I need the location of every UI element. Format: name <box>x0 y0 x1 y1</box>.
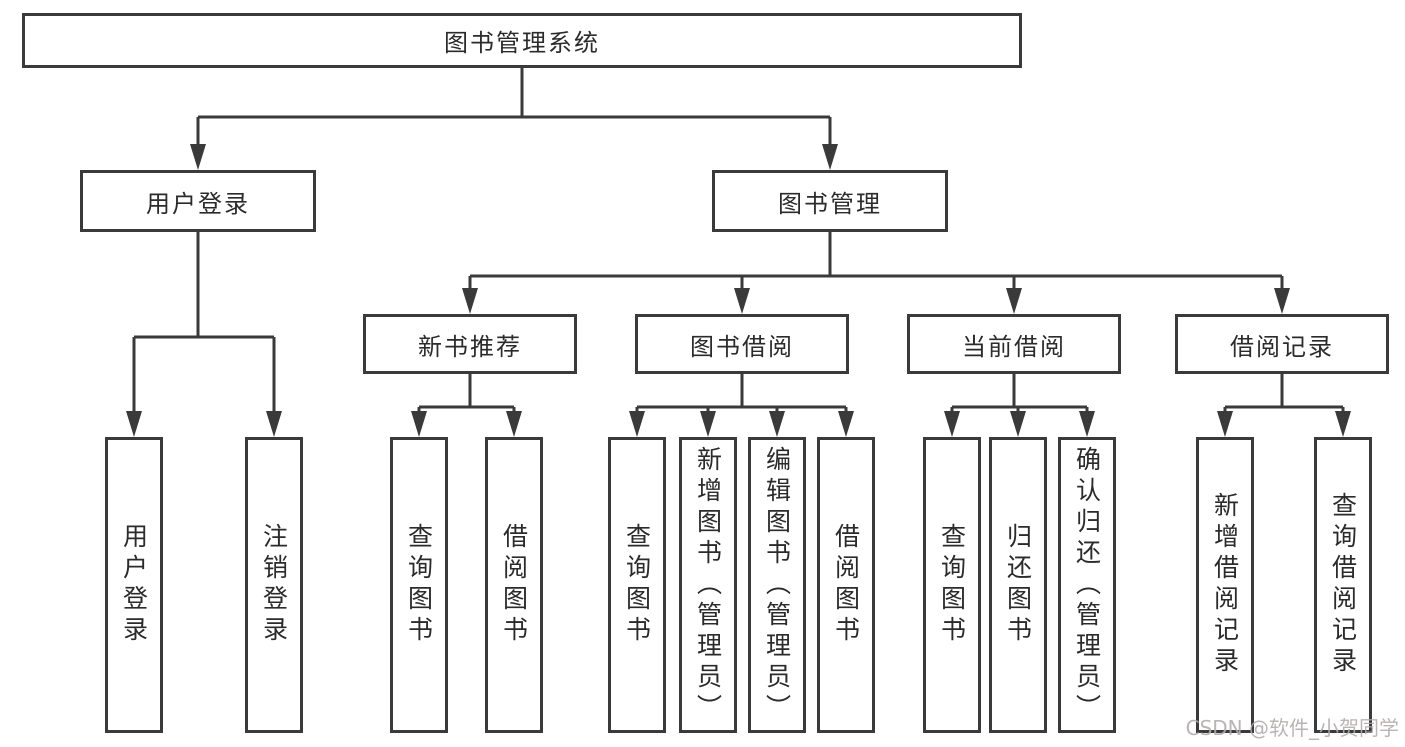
leaf-nb-query-books: 查询图书 <box>390 437 448 733</box>
leaf-nb-query-books-label: 查询图书 <box>404 523 434 647</box>
leaf-bb-query-books-label: 查询图书 <box>622 523 652 647</box>
node-user-login: 用户登录 <box>80 170 316 232</box>
node-user-login-label: 用户登录 <box>146 189 250 218</box>
leaf-nb-borrow-books-label: 借阅图书 <box>499 523 529 647</box>
csdn-watermark: CSDN @软件_小贺同学 <box>1185 716 1399 740</box>
node-current-borrowing: 当前借阅 <box>907 314 1121 374</box>
node-borrowing-records: 借阅记录 <box>1175 314 1389 374</box>
arrowheads <box>126 144 1351 437</box>
leaf-cb-return-books-label: 归还图书 <box>1003 523 1033 647</box>
node-book-borrowing: 图书借阅 <box>635 314 849 374</box>
leaf-cb-confirm-return-admin: 确认归还（管理员） <box>1058 437 1116 733</box>
leaf-cb-query-books: 查询图书 <box>923 437 981 733</box>
leaf-bb-add-books-admin: 新增图书（管理员） <box>679 437 737 733</box>
leaf-cb-confirm-return-admin-label: 确认归还（管理员） <box>1072 445 1102 725</box>
node-root-label: 图书管理系统 <box>444 29 600 57</box>
leaf-logout-label: 注销登录 <box>259 523 289 647</box>
leaf-cb-query-books-label: 查询图书 <box>937 523 967 647</box>
node-new-book-recommend-label: 新书推荐 <box>418 332 522 361</box>
leaf-logout: 注销登录 <box>245 437 303 733</box>
leaf-nb-borrow-books: 借阅图书 <box>485 437 543 733</box>
leaf-bb-edit-books-admin-label: 编辑图书（管理员） <box>762 445 792 725</box>
leaf-user-login: 用户登录 <box>105 437 163 733</box>
leaf-br-add-record: 新增借阅记录 <box>1196 437 1254 733</box>
leaf-br-query-record-label: 查询借阅记录 <box>1328 492 1358 678</box>
node-new-book-recommend: 新书推荐 <box>363 314 577 374</box>
node-book-borrowing-label: 图书借阅 <box>690 332 794 361</box>
node-borrowing-records-label: 借阅记录 <box>1230 332 1334 361</box>
node-book-management-label: 图书管理 <box>778 189 882 218</box>
leaf-bb-borrow-books-label: 借阅图书 <box>831 523 861 647</box>
leaf-br-add-record-label: 新增借阅记录 <box>1210 492 1240 678</box>
leaf-br-query-record: 查询借阅记录 <box>1314 437 1372 733</box>
node-root-system: 图书管理系统 <box>22 13 1022 68</box>
leaf-bb-edit-books-admin: 编辑图书（管理员） <box>748 437 806 733</box>
leaf-bb-query-books: 查询图书 <box>608 437 666 733</box>
node-current-borrowing-label: 当前借阅 <box>962 332 1066 361</box>
leaf-bb-borrow-books: 借阅图书 <box>817 437 875 733</box>
leaf-cb-return-books: 归还图书 <box>989 437 1047 733</box>
node-book-management: 图书管理 <box>712 170 948 232</box>
leaf-bb-add-books-admin-label: 新增图书（管理员） <box>693 445 723 725</box>
leaf-user-login-label: 用户登录 <box>119 523 149 647</box>
